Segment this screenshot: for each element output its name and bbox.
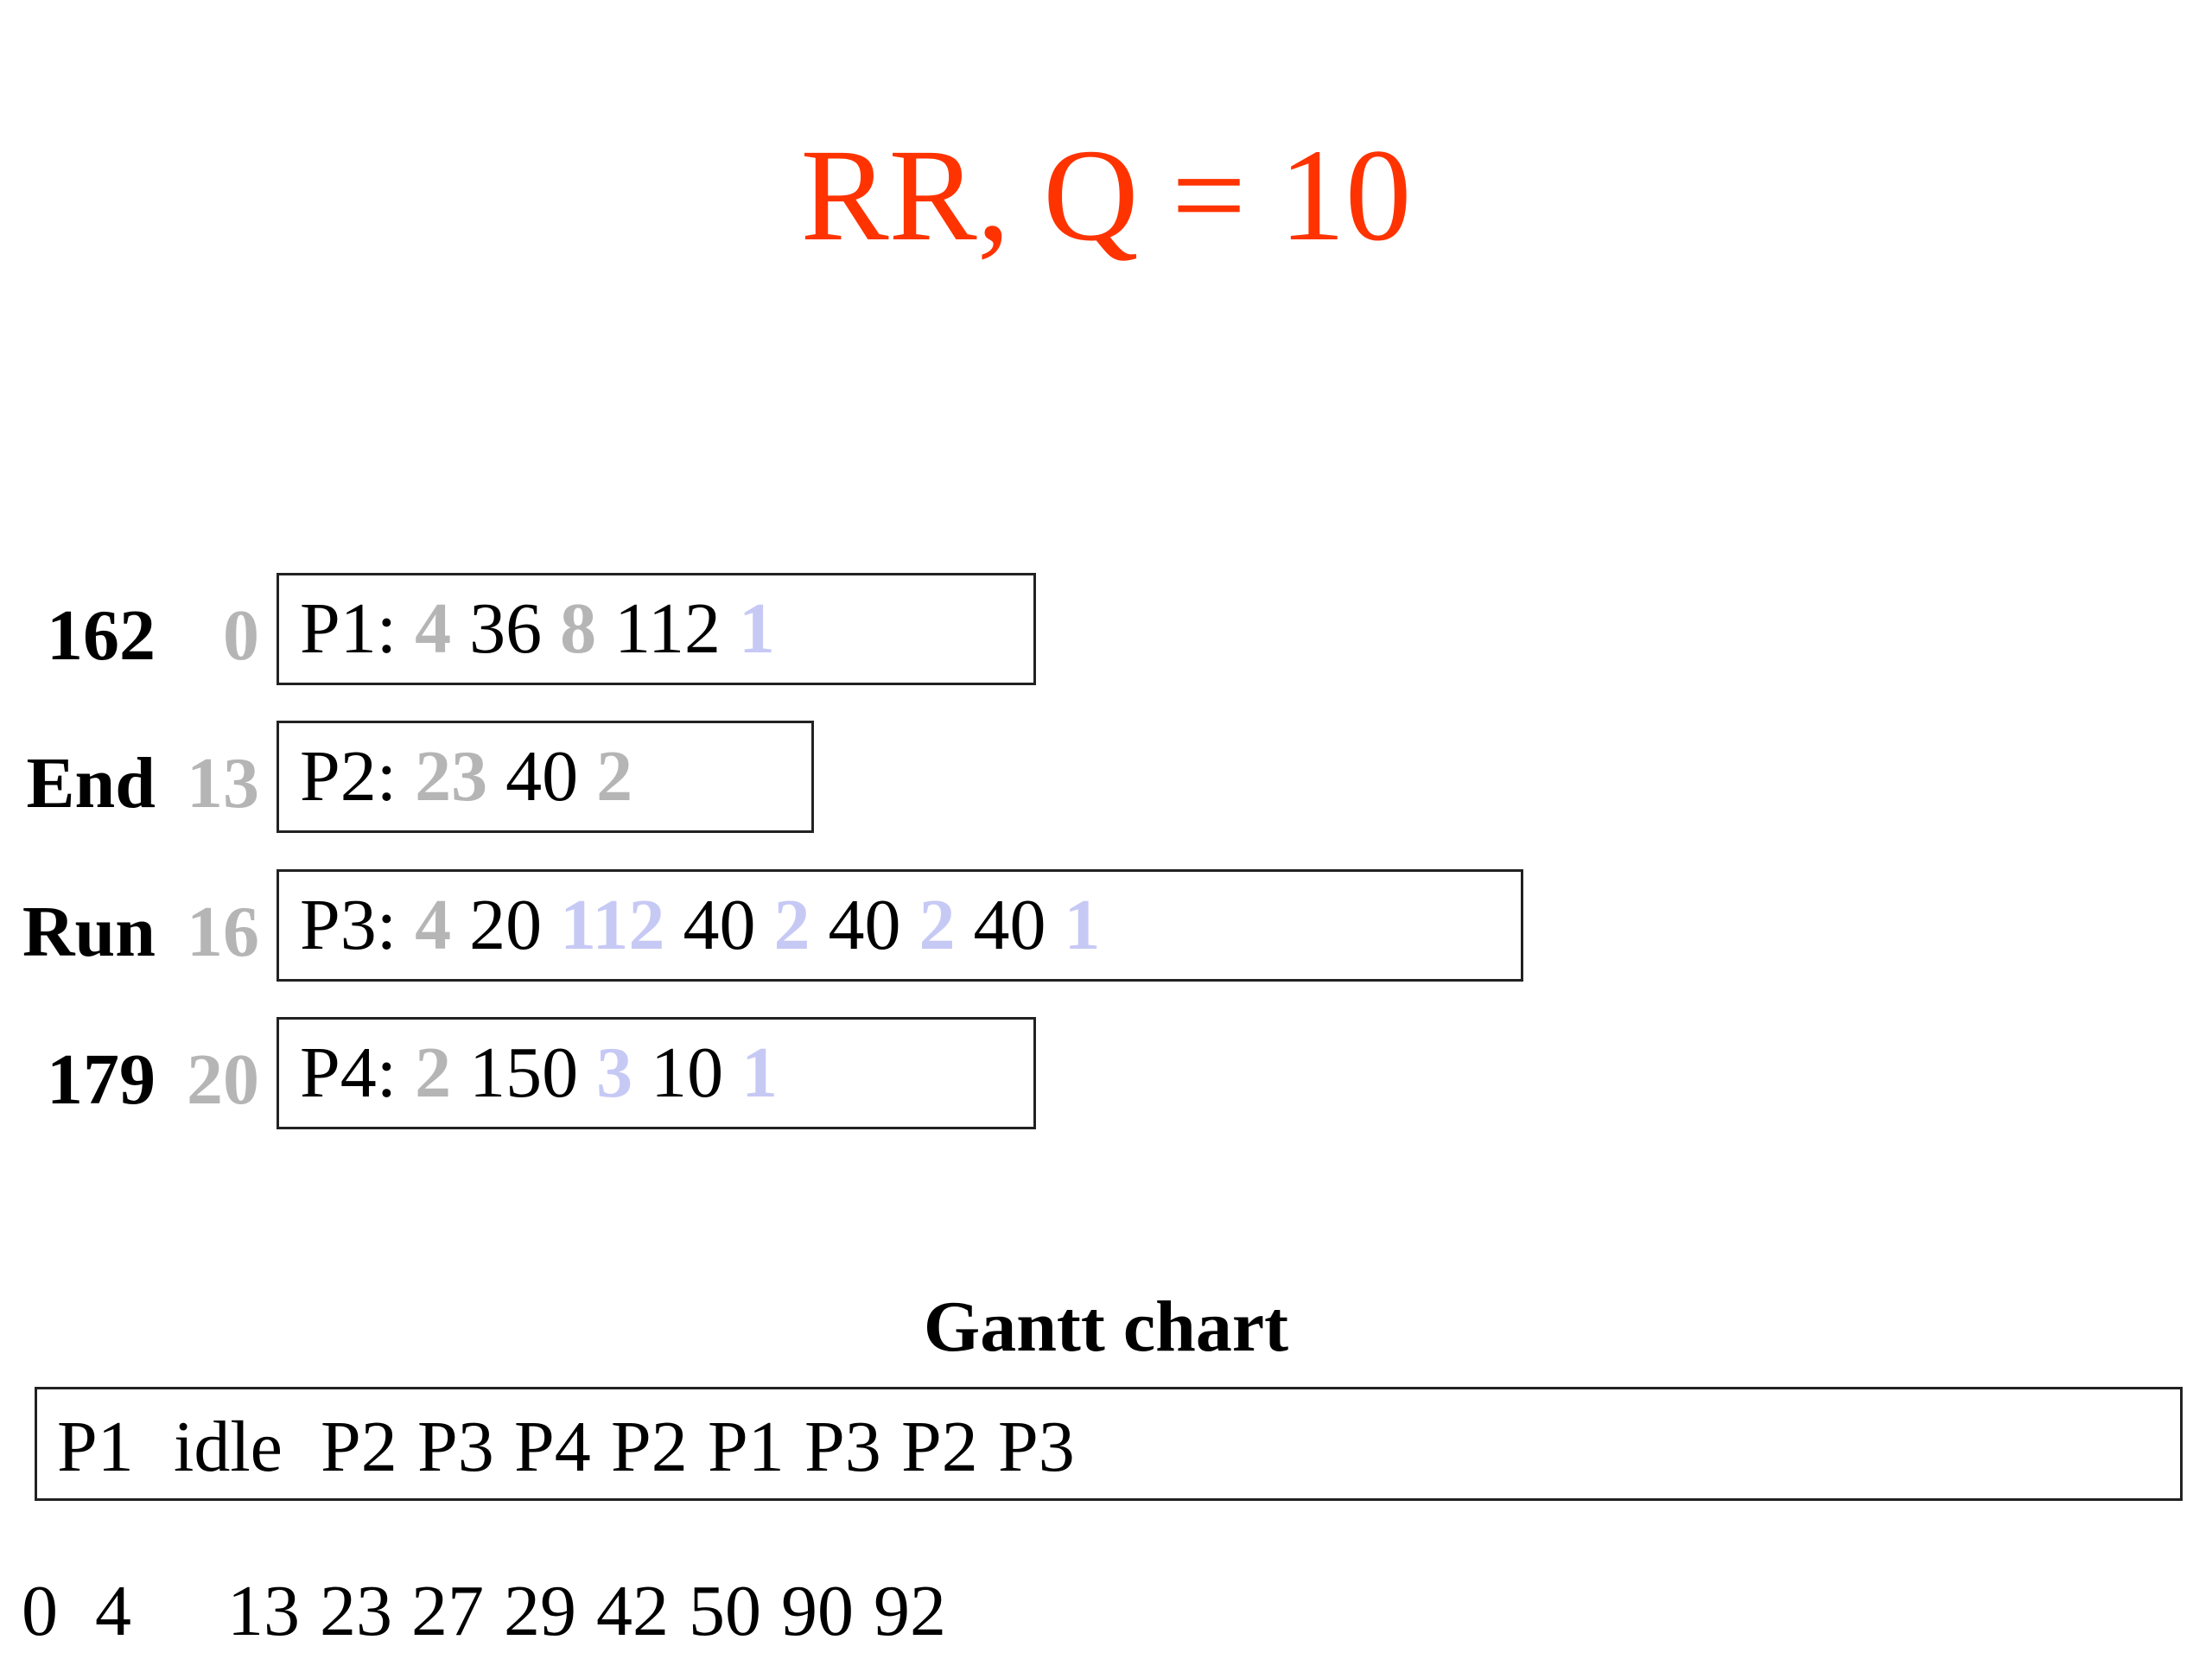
gantt-segment-label: P3: [998, 1407, 1075, 1487]
row-label: Run: [22, 892, 156, 972]
burst-value: 3: [596, 1033, 633, 1113]
burst-value: 10: [651, 1033, 724, 1113]
burst-value: 23: [415, 736, 488, 817]
row-label: End: [26, 743, 156, 823]
burst-value: 4: [415, 588, 452, 669]
burst-value: 20: [469, 885, 543, 965]
burst-value: 8: [560, 588, 597, 669]
gantt-chart-box: [35, 1387, 2183, 1501]
gantt-time-mark: 23: [320, 1571, 392, 1651]
burst-value: 2: [415, 1033, 452, 1113]
gantt-segment-label: P2: [321, 1407, 397, 1487]
arrival-time: 0: [223, 595, 259, 676]
burst-value: 150: [469, 1033, 579, 1113]
gantt-time-mark: 27: [411, 1571, 484, 1651]
gantt-segment-label: P3: [417, 1407, 494, 1487]
burst-value: 1: [1064, 885, 1101, 965]
gantt-time-mark: 0: [22, 1571, 58, 1651]
burst-value: 40: [828, 885, 901, 965]
gantt-time-mark: 13: [227, 1571, 300, 1651]
burst-value: 112: [614, 588, 721, 669]
burst-value: 2: [773, 885, 810, 965]
gantt-segment-label: P1: [57, 1407, 134, 1487]
gantt-time-mark: 92: [874, 1571, 946, 1651]
burst-value: 112: [560, 885, 665, 965]
row-label: 162: [47, 595, 156, 676]
gantt-time-mark: 29: [504, 1571, 576, 1651]
gantt-segment-label: P1: [708, 1407, 785, 1487]
burst-value: 40: [505, 736, 579, 817]
slide-title: RR, Q = 10: [800, 123, 1412, 269]
arrival-time: 13: [187, 743, 259, 823]
gantt-time-mark: 42: [596, 1571, 669, 1651]
row-label: 179: [47, 1039, 156, 1120]
gantt-segment-label: P2: [901, 1407, 978, 1487]
process-name: P4:: [300, 1033, 397, 1113]
burst-value: 2: [918, 885, 956, 965]
gantt-segment-label: P3: [804, 1407, 881, 1487]
burst-value: 1: [738, 588, 775, 669]
gantt-time-mark: 50: [689, 1571, 761, 1651]
burst-value: 40: [683, 885, 756, 965]
gantt-time-mark: 4: [95, 1571, 131, 1651]
gantt-segment-label: idle: [174, 1407, 283, 1487]
burst-value: 1: [741, 1033, 779, 1113]
burst-value: 2: [596, 736, 633, 817]
arrival-time: 20: [187, 1039, 259, 1120]
process-name: P3:: [300, 885, 397, 965]
arrival-time: 16: [187, 892, 259, 972]
process-name: P2:: [300, 736, 397, 817]
process-name: P1:: [300, 588, 397, 669]
gantt-segment-label: P2: [611, 1407, 688, 1487]
gantt-chart-title: Gantt chart: [923, 1287, 1289, 1367]
gantt-time-mark: 90: [781, 1571, 854, 1651]
gantt-segment-label: P4: [514, 1407, 591, 1487]
burst-value: 36: [469, 588, 543, 669]
burst-value: 40: [973, 885, 1046, 965]
burst-value: 4: [415, 885, 452, 965]
